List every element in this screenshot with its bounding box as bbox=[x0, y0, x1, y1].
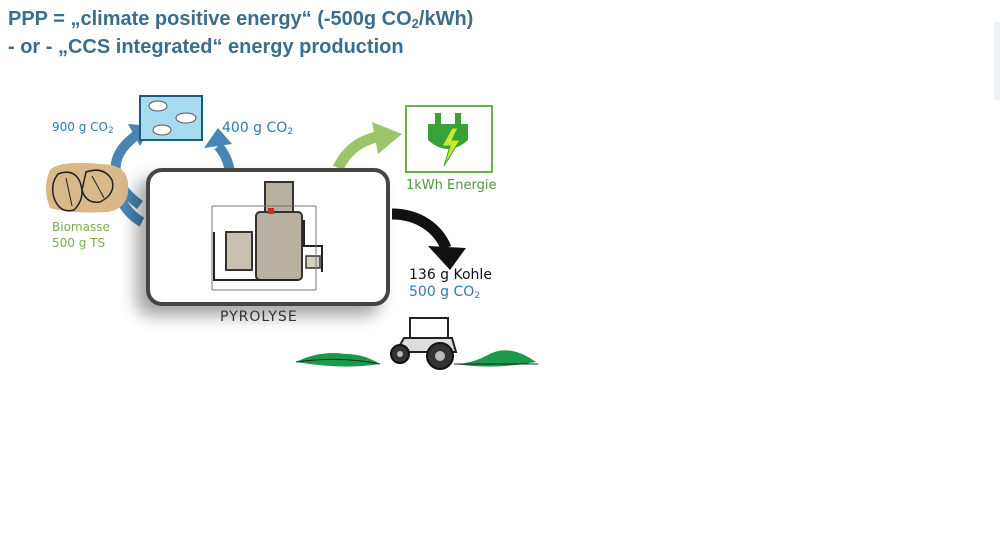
ground-mounds bbox=[295, 350, 538, 367]
coal-arrow bbox=[391, 208, 466, 270]
label-coal-co2: 500 g CO2 bbox=[409, 284, 481, 301]
label-cycle-left: 900 g CO2 bbox=[52, 120, 114, 136]
edge-decoration bbox=[994, 22, 1000, 100]
label-biomass-name: Biomasse bbox=[52, 220, 110, 234]
label-cycle-right: 400 g CO2 bbox=[222, 120, 294, 137]
label-coal: 136 g Kohle bbox=[409, 267, 492, 283]
pyrolysis-box bbox=[146, 168, 390, 306]
label-energy: 1kWh Energie bbox=[406, 178, 497, 193]
plug-bolt-icon bbox=[405, 105, 493, 173]
slide-title-line-1: PPP = „climate positive energy“ (-500g C… bbox=[8, 8, 474, 31]
leaves-icon bbox=[46, 162, 129, 213]
pyrolysis-reactor-icon bbox=[211, 181, 323, 291]
label-pyrolysis: PYROLYSE bbox=[220, 309, 298, 325]
tractor-icon bbox=[390, 317, 458, 370]
slide-title-line-2: - or - „CCS integrated“ energy productio… bbox=[8, 36, 404, 58]
label-biomass-amount: 500 g TS bbox=[52, 236, 106, 250]
sky-clouds-icon bbox=[139, 95, 203, 141]
energy-arrow bbox=[333, 122, 402, 171]
